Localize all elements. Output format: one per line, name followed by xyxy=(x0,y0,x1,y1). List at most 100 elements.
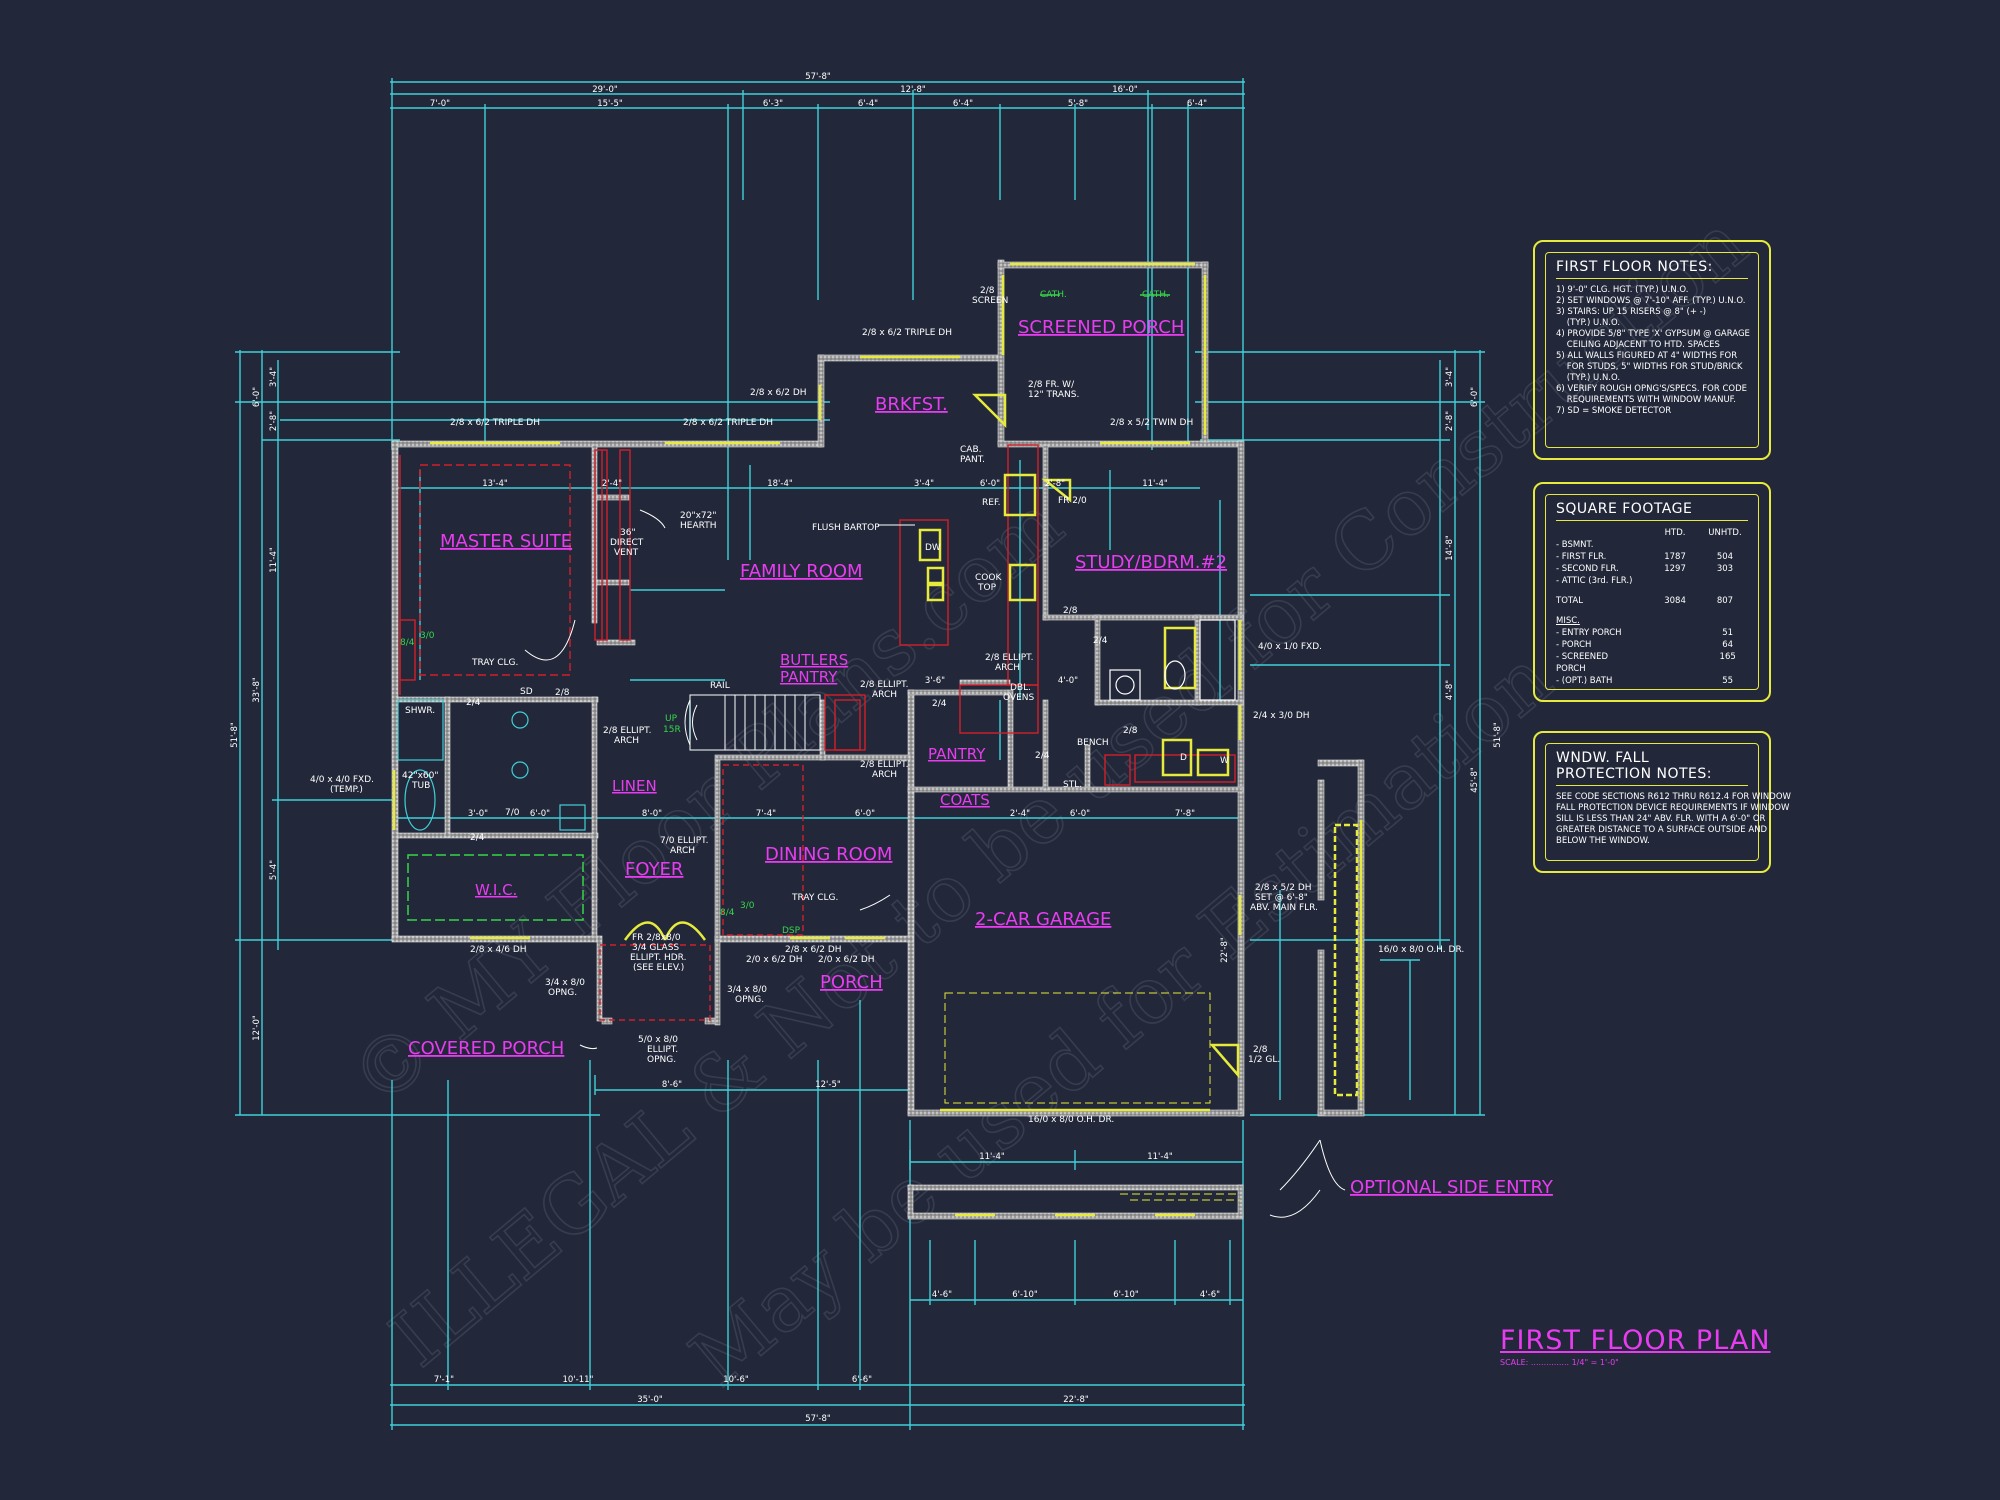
sqft-htd: 1297 xyxy=(1664,564,1686,574)
dim-inner: 2'-4" xyxy=(602,479,622,489)
label-opening: 3/4 x 8/0 xyxy=(545,978,585,988)
note-line: REQUIREMENTS WITH WINDOW MANUF. xyxy=(1556,395,1736,405)
sqft-label: - SECOND FLR. xyxy=(1556,564,1619,574)
dim-inner: 6'-0" xyxy=(855,809,875,819)
first-floor-notes-panel: FIRST FLOOR NOTES: 1) 9'-0" CLG. HGT. (T… xyxy=(1533,240,1771,460)
dim-left-overall: 51'-8" xyxy=(230,722,240,748)
dim-inner: 6'-0" xyxy=(530,809,550,819)
dim-top: 7'-0" xyxy=(430,99,450,109)
label-opening: ELLIPT. xyxy=(647,1045,678,1055)
dimension-text-vertical: 51'-8" 6'-0" 33'-8" 12'-0" 3'-4" 2'-8" 1… xyxy=(230,367,1503,1041)
fall-note-line: SILL IS LESS THAN 24" ABV. FLR. WITH A 6… xyxy=(1556,814,1766,824)
note-line: 6) VERIFY ROUGH OPNG'S/SPECS. FOR CODE xyxy=(1556,384,1748,394)
room-breakfast: BRKFST. xyxy=(875,394,948,415)
dim-top: 15'-5" xyxy=(597,99,623,109)
label-window: 2/8 x 6/2 TRIPLE DH xyxy=(862,328,952,338)
label-bench: BENCH xyxy=(1077,738,1109,748)
label-vent: 36" xyxy=(620,528,636,538)
label-door-size: 8/4 xyxy=(720,908,735,918)
label-garage-door: 16/0 x 8/0 O.H. DR. xyxy=(1378,945,1464,955)
label-arch: ARCH xyxy=(614,736,639,746)
dim-bottom: 7'-1" xyxy=(434,1375,454,1385)
misc-label: - ENTRY PORCH xyxy=(1556,628,1622,638)
label-arch: ARCH xyxy=(872,770,897,780)
label-door-size: 8/4 xyxy=(400,638,415,648)
label-cab: CAB. xyxy=(960,445,981,455)
label-cooktop: TOP xyxy=(977,583,997,593)
first-floor-notes-list: 1) 9'-0" CLG. HGT. (TYP.) U.N.O.2) SET W… xyxy=(1556,285,1750,417)
label-door-size: 2/4 xyxy=(1093,636,1108,646)
label-cath: CATH. xyxy=(1040,290,1067,300)
label-door: FR 2/0 xyxy=(1058,496,1087,506)
label-opening: OPNG. xyxy=(647,1055,676,1065)
misc-value: 64 xyxy=(1722,640,1734,650)
room-study: STUDY/BDRM.#2 xyxy=(1075,552,1227,573)
label-window: 2/8 x 6/2 TRIPLE DH xyxy=(450,418,540,428)
dim-right: 2'-8" xyxy=(1445,411,1455,431)
dim-left: 5'-4" xyxy=(269,860,279,880)
dim-inner: 6'-0" xyxy=(980,479,1000,489)
label-ovens: DBL. xyxy=(1010,683,1031,693)
label-hearth: 20"x72" xyxy=(680,511,717,521)
dim-top: 29'-0" xyxy=(592,85,618,95)
sqft-unhtd xyxy=(1702,539,1748,551)
label-ovens: OVENS xyxy=(1003,693,1035,703)
label-stairs-up: UP xyxy=(665,714,678,724)
label-stairs-risers: 15R xyxy=(663,725,681,735)
dim-inner: 8'-6" xyxy=(662,1080,682,1090)
dim-top-overall: 57'-8" xyxy=(805,72,831,82)
label-ref: REF. xyxy=(982,498,1001,508)
label-dryer: D xyxy=(1180,753,1187,763)
label-window: 2/0 x 6/2 DH xyxy=(746,955,803,965)
label-stl: STL. xyxy=(1063,780,1082,790)
room-linen: LINEN xyxy=(612,777,657,795)
dim-bottom: 35'-0" xyxy=(637,1395,663,1405)
label-hearth: HEARTH xyxy=(680,521,716,531)
dim-inner: 3'-6" xyxy=(925,676,945,686)
fall-note-line: FALL PROTECTION DEVICE REQUIREMENTS IF W… xyxy=(1556,803,1790,813)
label-screen: SCREEN xyxy=(972,296,1008,306)
label-bartop: FLUSH BARTOP xyxy=(812,523,880,533)
dim-inner: 11'-4" xyxy=(1142,479,1168,489)
label-arch: ARCH xyxy=(872,690,897,700)
sqft-label: TOTAL xyxy=(1556,596,1583,606)
dim-inner: 2'-8" xyxy=(1045,479,1065,489)
label-door-size: 3/0 xyxy=(420,631,435,641)
label-window: 2/8 x 5/2 TWIN DH xyxy=(1110,418,1193,428)
dim-top: 6'-4" xyxy=(1187,99,1207,109)
label-cooktop: COOK xyxy=(975,573,1002,583)
room-dining: DINING ROOM xyxy=(765,844,892,865)
dim-left: 11'-4" xyxy=(269,547,279,573)
sqft-htd xyxy=(1648,539,1702,551)
label-window: 4/0 x 1/0 FXD. xyxy=(1258,642,1322,652)
label-window: 4/0 x 4/0 FXD. xyxy=(310,775,374,785)
dim-inner: 3'-0" xyxy=(468,809,488,819)
label-washer: W xyxy=(1220,756,1229,766)
dim-bottom: 10'-6" xyxy=(723,1375,749,1385)
dim-right: 4'-8" xyxy=(1445,680,1455,700)
sqft-unhtd: 504 xyxy=(1716,552,1734,562)
label-vent: VENT xyxy=(614,548,639,558)
label-door-size: 2/4 xyxy=(466,698,481,708)
bath-fixtures xyxy=(397,619,1236,831)
note-line: 5) ALL WALLS FIGURED AT 4" WIDTHS FOR xyxy=(1556,351,1738,361)
label-arch: ARCH xyxy=(995,663,1020,673)
label-entry-door: FR 2/8x8/0 xyxy=(632,933,681,943)
label-dw: DW xyxy=(925,543,941,553)
label-arch: 2/8 ELLIPT. xyxy=(603,726,651,736)
dimension-text: 57'-8" 29'-0" 12'-8" 16'-0" 7'-0" 15'-5"… xyxy=(430,72,1220,1424)
square-footage-title: SQUARE FOOTAGE xyxy=(1556,501,1748,521)
label-window: SET @ 6'-8" xyxy=(1255,893,1308,903)
col-heated: HTD. xyxy=(1664,528,1686,538)
dim-bottom: 10'-11" xyxy=(563,1375,594,1385)
room-pantry: PANTRY xyxy=(928,745,986,763)
label-arch: 7/0 ELLIPT. xyxy=(660,836,708,846)
room-covered-porch: COVERED PORCH xyxy=(408,1038,564,1059)
label-screen: 2/8 xyxy=(980,286,995,296)
